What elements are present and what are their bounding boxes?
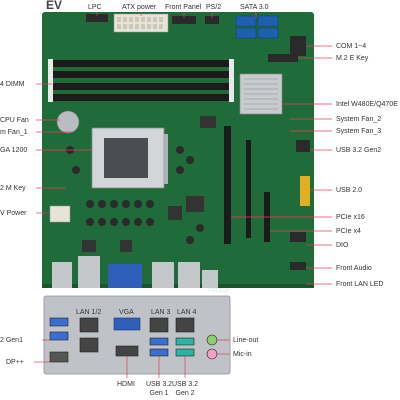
- v-power-connector: [49, 205, 71, 223]
- label-io-hdmi: HDMI: [117, 381, 135, 388]
- label-sata: SATA 3.0: [240, 4, 269, 11]
- leader-lines: [34, 12, 332, 378]
- label-com: COM 1~4: [336, 43, 367, 50]
- io-bracket: [43, 295, 231, 375]
- io-usb32-gen2-1: [175, 337, 195, 346]
- io-hdmi-port: [115, 345, 139, 357]
- label-io-lan12: LAN 1/2: [76, 309, 102, 316]
- dimm-slot-3: [52, 83, 230, 90]
- label-m2-m-key: 2 M Key: [0, 185, 26, 192]
- sata-port-4: [257, 27, 279, 39]
- io-dp-port: [49, 351, 69, 363]
- sata-port-3: [235, 27, 257, 39]
- label-io-dp: DP++: [6, 359, 24, 366]
- label-v-power: V Power: [0, 210, 27, 217]
- label-io-lan4: LAN 4: [177, 309, 197, 316]
- label-io-mic-in: Mic-in: [233, 351, 252, 358]
- board-silkscreen: CML3130: [208, 288, 230, 294]
- dio-header: [290, 232, 306, 242]
- front-panel-header: [172, 16, 196, 24]
- io-lan2: [79, 337, 99, 353]
- label-front-audio: Front Audio: [336, 265, 372, 272]
- label-io-usb32-gen1-left: 2 Gen1: [0, 337, 23, 344]
- front-audio-header: [290, 262, 306, 270]
- label-system-fan-2: System Fan_2: [336, 116, 382, 123]
- label-system-fan-3: System Fan_3: [336, 128, 382, 135]
- header-fragment: EV: [46, 0, 63, 12]
- label-dio: DIO: [336, 242, 349, 249]
- io-lan3: [149, 317, 169, 333]
- label-io-line-out: Line-out: [233, 337, 259, 344]
- label-socket: GA 1200: [0, 147, 28, 154]
- io-usb32-gen1-2: [149, 348, 169, 357]
- m2-e-key-slot: [268, 54, 298, 62]
- label-usb20: USB 2.0: [336, 187, 363, 194]
- cpu-socket-center: [104, 138, 148, 178]
- label-lpc: LPC: [88, 4, 102, 11]
- label-usb32-gen2: USB 3.2 Gen2: [336, 147, 382, 154]
- io-usb32-gen1-left-1: [49, 317, 69, 327]
- pcie-aux-slot: [246, 140, 251, 238]
- sata-port-1: [235, 15, 257, 27]
- atx-pins: [117, 17, 163, 29]
- rear-io-lan3: [152, 262, 174, 288]
- label-pcie-x4: PCIe x4: [336, 228, 361, 235]
- dimm-slots: [52, 60, 230, 101]
- dimm-latches: [48, 59, 234, 102]
- io-lan4: [175, 317, 195, 333]
- pcie-x16-slot: [224, 126, 231, 244]
- label-front-panel: Front Panel: [165, 4, 202, 11]
- heatsink-fins: [244, 78, 278, 110]
- rear-io-lan4: [178, 262, 200, 288]
- io-usb32-gen1-1: [149, 337, 169, 346]
- label-io-vga: VGA: [119, 309, 134, 316]
- io-vga-port: [113, 317, 141, 331]
- rear-io-audio: [202, 270, 218, 288]
- io-lan1: [79, 317, 99, 333]
- io-usb32-gen1-left-2: [49, 331, 69, 341]
- rear-io-usb-stack: [52, 262, 72, 288]
- dimm-slot-1: [52, 60, 230, 67]
- dimm-slot-4: [52, 94, 230, 101]
- label-chipset: Intel W480E/Q470E: [336, 101, 398, 108]
- label-cpu-fan: CPU Fan: [0, 117, 29, 124]
- label-io-lan3: LAN 3: [151, 309, 171, 316]
- atx-power-connector: [113, 13, 169, 33]
- label-ps2: PS/2: [206, 4, 222, 11]
- label-m2-e-key: M.2 E Key: [336, 55, 369, 62]
- label-atx-power: ATX power: [122, 4, 157, 11]
- rear-io-vga-block: [108, 264, 142, 288]
- ps2-header: [205, 16, 219, 24]
- com-header: [290, 36, 306, 56]
- rear-io-lan-stack: [78, 256, 100, 288]
- cmos-battery: [56, 110, 80, 134]
- cpu-socket-lever: [164, 134, 168, 184]
- label-dimm: 4 DIMM: [0, 81, 25, 88]
- dimm-slot-2: [52, 71, 230, 78]
- usb32-gen2-header: [296, 140, 310, 152]
- capacitors: [66, 146, 204, 244]
- lpc-header: [86, 14, 108, 22]
- label-io-usb32-gen1: USB 3.2 Gen 1: [146, 381, 173, 397]
- io-line-out-jack: [206, 334, 218, 346]
- chips: [82, 116, 216, 252]
- label-io-usb32-gen2: USB 3.2 Gen 2: [172, 381, 199, 397]
- io-mic-in-jack: [206, 348, 218, 360]
- label-pcie-x16: PCIe x16: [336, 214, 365, 221]
- sata-port-2: [257, 15, 279, 27]
- label-front-lan-led: Front LAN LED: [336, 281, 384, 288]
- io-usb32-gen2-2: [175, 348, 195, 357]
- label-system-fan-1: m Fan_1: [0, 129, 28, 136]
- usb20-header: [300, 176, 310, 206]
